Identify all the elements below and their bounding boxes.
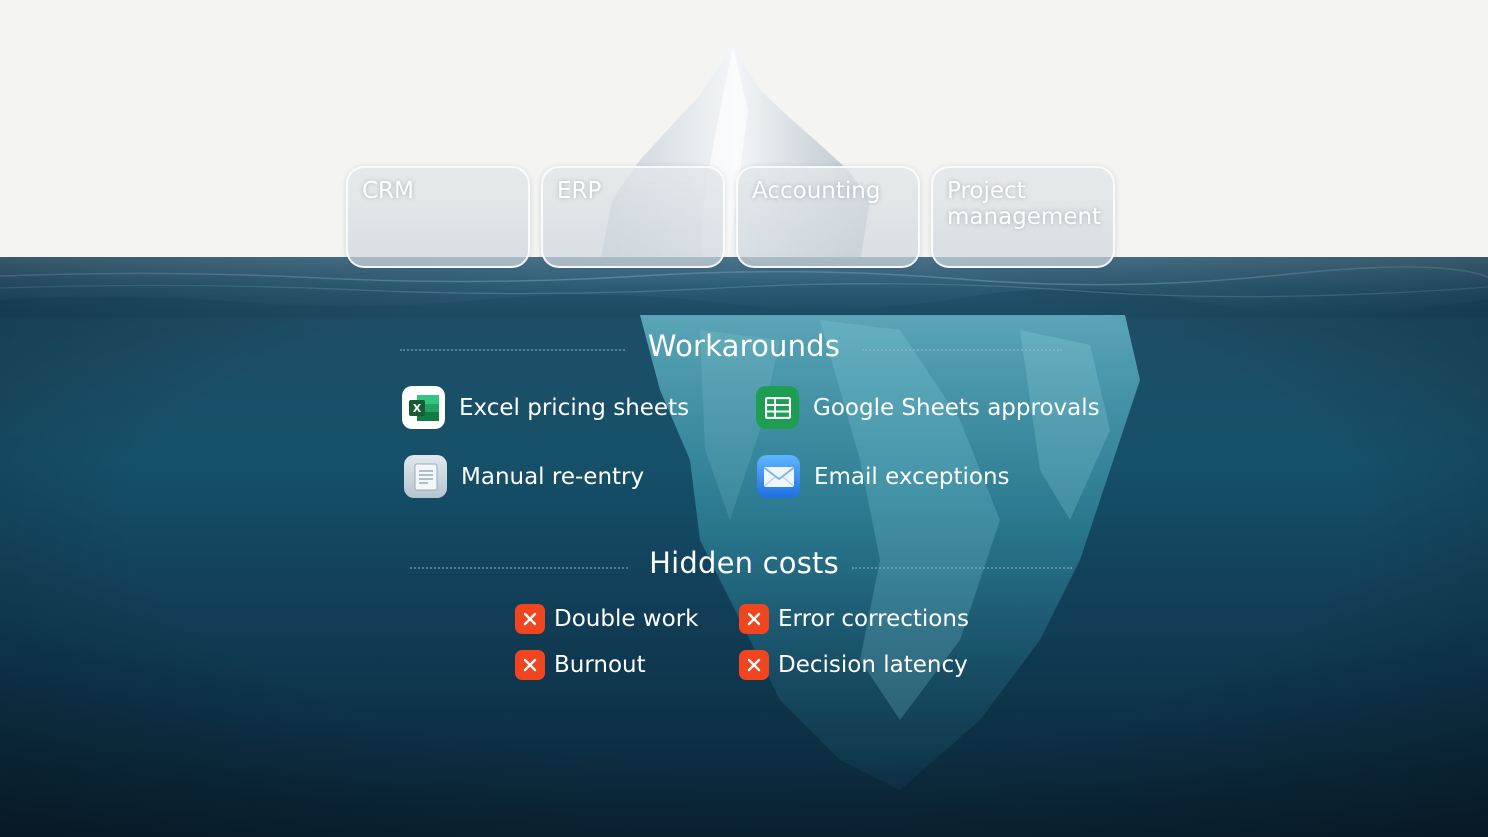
platform-tile-erp: ERP [541,166,725,268]
excel-icon: X [402,386,445,429]
cost-label: Double work [554,606,699,632]
cost-label: Error corrections [778,606,969,632]
divider-dots [852,567,1072,569]
x-icon [739,604,769,634]
cost-label: Burnout [554,652,646,678]
workaround-label: Email exceptions [814,463,1010,490]
document-icon [404,455,447,498]
platform-label: ERP [557,178,602,204]
divider-dots [410,567,628,569]
cost-item-decision-latency: Decision latency [739,650,968,680]
workaround-item-excel: X Excel pricing sheets [402,386,689,429]
divider-dots [862,349,1062,351]
svg-text:X: X [412,402,421,415]
platform-tile-crm: CRM [346,166,530,268]
divider-dots [400,349,625,351]
platform-label: Accounting [752,178,881,204]
workaround-label: Google Sheets approvals [813,394,1100,421]
workarounds-title: Workarounds [647,329,841,363]
google-sheets-icon [756,386,799,429]
platform-label: CRM [362,178,414,204]
cost-item-error-corrections: Error corrections [739,604,969,634]
workaround-label: Excel pricing sheets [459,394,690,421]
cost-label: Decision latency [778,652,968,678]
hidden-costs-title: Hidden costs [649,546,839,580]
workaround-item-google-sheets: Google Sheets approvals [756,386,1100,429]
platform-label: Project management [947,178,1102,230]
platform-tile-accounting: Accounting [736,166,920,268]
workaround-label: Manual re-entry [461,463,645,490]
cost-item-double-work: Double work [515,604,698,634]
cost-item-burnout: Burnout [515,650,646,680]
x-icon [515,604,545,634]
x-icon [515,650,545,680]
workaround-item-email: Email exceptions [757,455,1010,498]
x-icon [739,650,769,680]
mail-icon [757,455,800,498]
platform-tile-project-management: Project management [931,166,1115,268]
workaround-item-manual-reentry: Manual re-entry [404,455,644,498]
